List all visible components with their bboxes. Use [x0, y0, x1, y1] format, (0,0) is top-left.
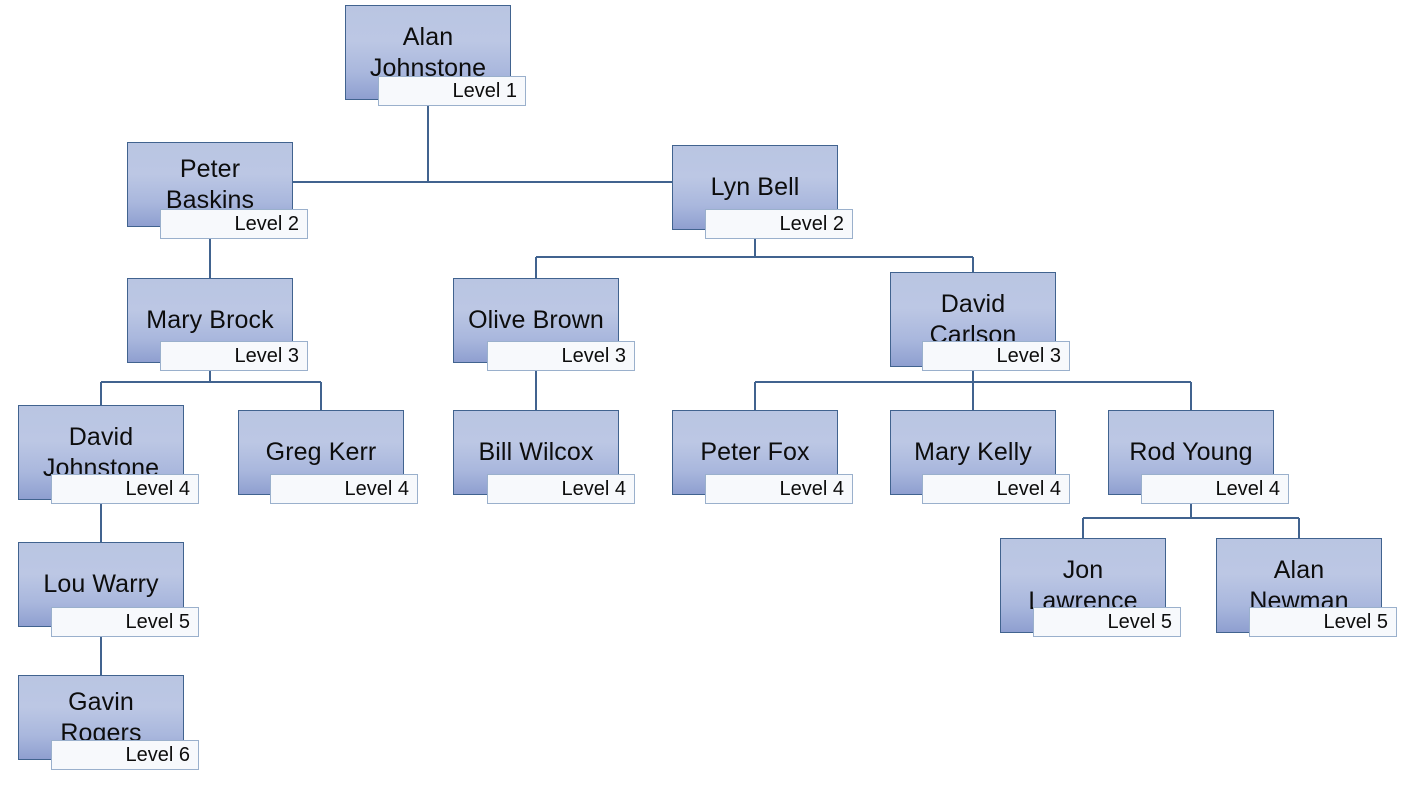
node-name-label: Peter Baskins [165, 155, 255, 214]
level-badge-bill-wilcox: Level 4 [487, 474, 635, 504]
org-node-greg-kerr[interactable]: Greg Kerr [238, 410, 404, 495]
node-box[interactable]: Greg Kerr [238, 410, 404, 495]
level-badge-alan-johnstone: Level 1 [378, 76, 526, 106]
level-badge-jon-lawrence: Level 5 [1033, 607, 1181, 637]
node-name-label: Lou Warry [43, 570, 159, 599]
node-name-label: David Carlson [929, 290, 1017, 349]
node-name-label: Bill Wilcox [478, 438, 594, 467]
level-badge-lyn-bell: Level 2 [705, 209, 853, 239]
node-name-label: Alan Johnstone [369, 23, 487, 82]
node-name-label: Mary Brock [146, 306, 274, 335]
level-badge-mary-brock: Level 3 [160, 341, 308, 371]
node-name-label: Mary Kelly [914, 438, 1032, 467]
level-badge-gavin-rogers: Level 6 [51, 740, 199, 770]
node-name-label: Gavin Rogers [60, 688, 142, 747]
level-badge-olive-brown: Level 3 [487, 341, 635, 371]
node-name-label: Olive Brown [468, 306, 604, 335]
level-badge-david-johnstone: Level 4 [51, 474, 199, 504]
node-name-label: Jon Lawrence [1028, 556, 1138, 615]
level-badge-greg-kerr: Level 4 [270, 474, 418, 504]
level-badge-mary-kelly: Level 4 [922, 474, 1070, 504]
node-name-label: Greg Kerr [265, 438, 377, 467]
level-badge-rod-young: Level 4 [1141, 474, 1289, 504]
level-badge-peter-fox: Level 4 [705, 474, 853, 504]
level-badge-alan-newman: Level 5 [1249, 607, 1397, 637]
level-badge-peter-baskins: Level 2 [160, 209, 308, 239]
node-name-label: Peter Fox [700, 438, 810, 467]
node-name-label: Lyn Bell [710, 173, 800, 202]
level-badge-david-carlson: Level 3 [922, 341, 1070, 371]
node-name-label: Rod Young [1129, 438, 1253, 467]
level-badge-lou-warry: Level 5 [51, 607, 199, 637]
